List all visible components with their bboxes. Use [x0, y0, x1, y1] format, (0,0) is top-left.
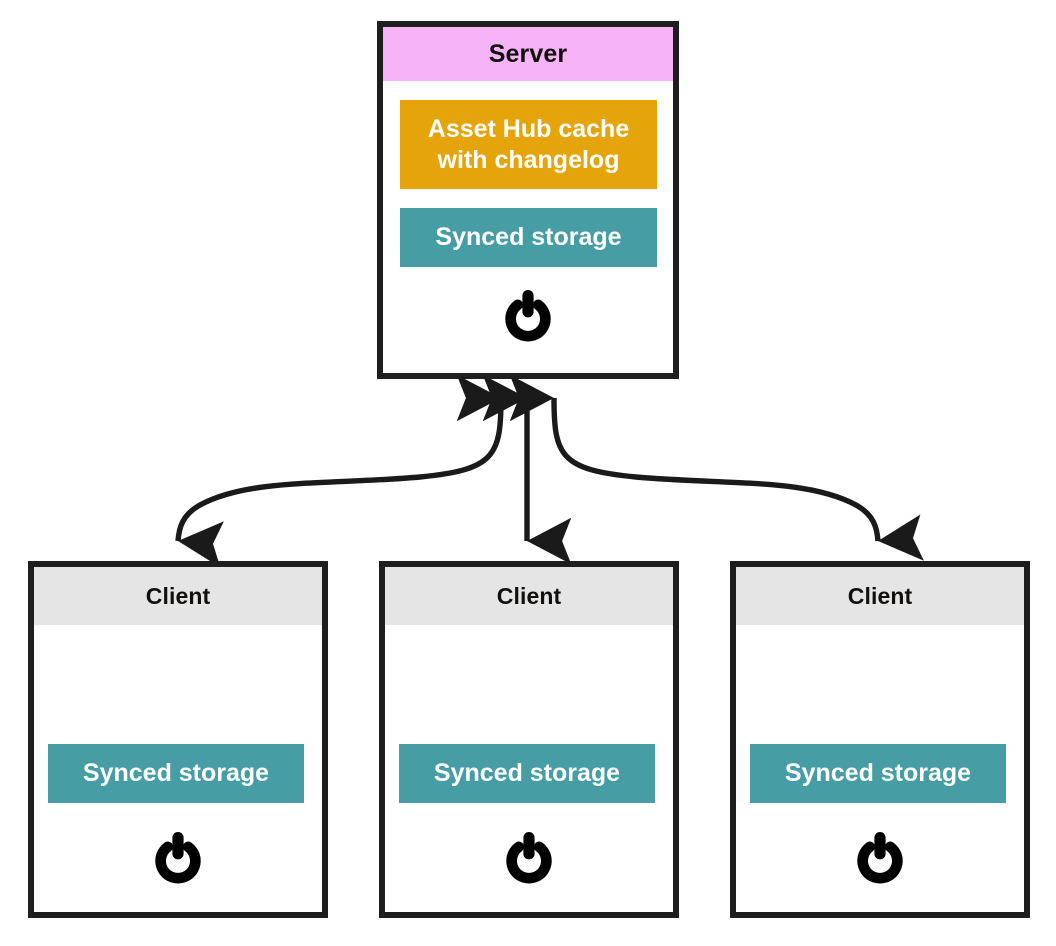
client-synced-storage-bar: Synced storage [399, 744, 655, 803]
client-node-3: Client Synced storage [730, 561, 1030, 918]
client-node-1: Client Synced storage [28, 561, 328, 918]
power-icon [857, 832, 903, 884]
server-header: Server [383, 27, 673, 81]
client-header: Client [385, 567, 673, 625]
power-icon [155, 832, 201, 884]
connection-server-to-client-3 [509, 374, 924, 561]
asset-hub-cache-bar: Asset Hub cache with changelog [400, 100, 657, 189]
client-node-2: Client Synced storage [379, 561, 679, 918]
client-header: Client [736, 567, 1024, 625]
power-icon [505, 290, 551, 342]
client-synced-storage-bar: Synced storage [48, 744, 304, 803]
connection-server-to-client-1 [175, 374, 504, 568]
server-synced-storage-bar: Synced storage [400, 208, 657, 267]
client-synced-storage-bar: Synced storage [750, 744, 1006, 803]
client-header: Client [34, 567, 322, 625]
server-node: Server Asset Hub cache with changelog Sy… [377, 21, 679, 379]
power-icon [506, 832, 552, 884]
